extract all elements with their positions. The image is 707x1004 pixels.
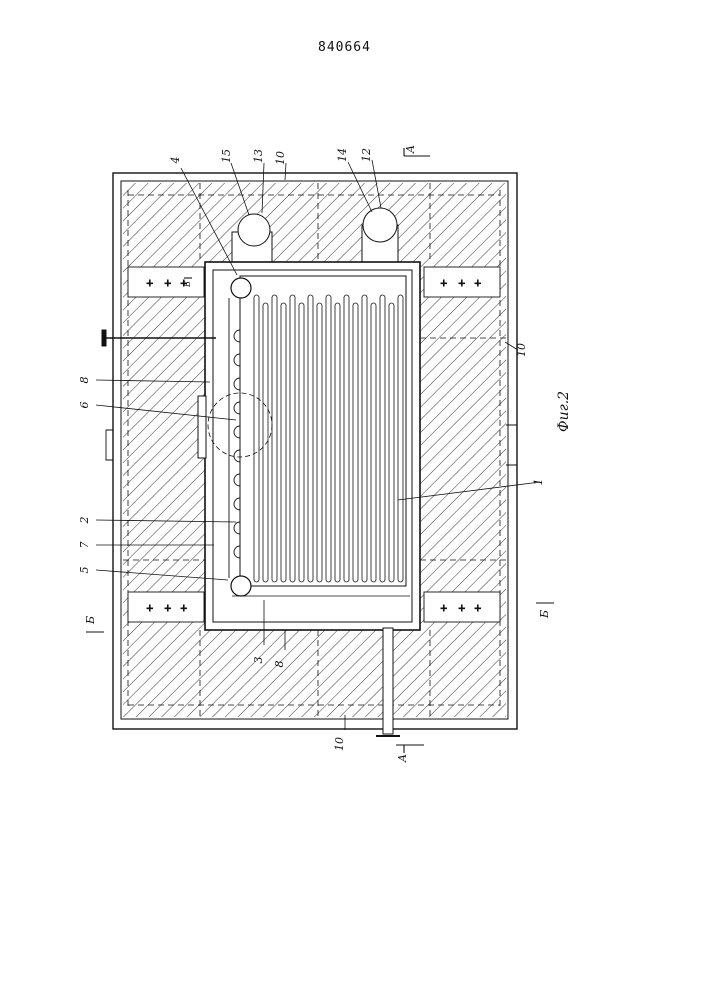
callout-label-10: 10	[274, 151, 287, 165]
callout-label-12: 12	[360, 148, 373, 162]
section-a-bottom: A	[396, 754, 409, 763]
svg-text:+: +	[164, 604, 172, 614]
svg-text:+: +	[440, 279, 448, 289]
svg-text:+: +	[474, 279, 482, 289]
callout-label-8: 8	[273, 661, 286, 668]
svg-text:+: +	[458, 604, 466, 614]
section-b-small: Б	[183, 281, 192, 288]
callout-label-1: 1	[532, 479, 545, 486]
callout-label-13: 13	[252, 149, 265, 163]
callout-label-2: 2	[78, 517, 91, 525]
callout-label-15: 15	[220, 149, 233, 163]
section-b-left: Б	[84, 616, 97, 625]
callout-label-7: 7	[78, 542, 91, 549]
callout-label-10: 10	[333, 737, 346, 751]
svg-text:+: +	[180, 604, 188, 614]
svg-text:+: +	[146, 279, 154, 289]
figure-caption: Фиг.2	[556, 391, 572, 432]
svg-text:+: +	[474, 604, 482, 614]
svg-text:+: +	[146, 604, 154, 614]
patent-number: 840664	[318, 40, 371, 55]
svg-text:+: +	[440, 604, 448, 614]
section-a-top: A	[404, 145, 417, 154]
chamber-inner	[213, 270, 412, 622]
callout-label-3: 3	[252, 657, 265, 664]
svg-text:+: +	[164, 279, 172, 289]
callout-label-14: 14	[336, 148, 349, 162]
callout-label-4: 4	[169, 157, 182, 165]
callout-label-10: 10	[515, 343, 528, 357]
section-b-right: Б	[538, 610, 551, 619]
callout-label-5: 5	[78, 567, 91, 574]
svg-text:+: +	[458, 279, 466, 289]
callout-label-8: 8	[78, 377, 91, 384]
callout-label-6: 6	[78, 402, 91, 409]
